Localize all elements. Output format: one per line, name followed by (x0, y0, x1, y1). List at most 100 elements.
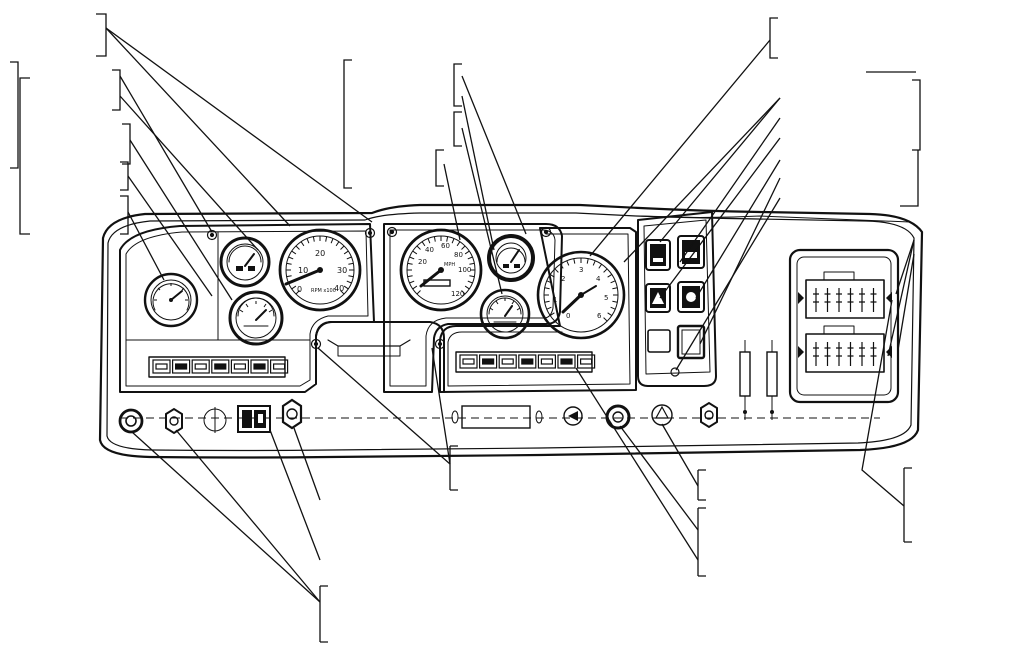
knob-lower-6[interactable] (700, 401, 718, 429)
gauge-tick (554, 317, 559, 322)
tachometer: 10 20 30 0 40 RPM x100 (278, 228, 362, 312)
temperature-gauge (228, 290, 284, 346)
ignition-switch[interactable] (237, 405, 271, 433)
panel-slot (451, 405, 543, 429)
gauge-tick (348, 262, 354, 265)
gauge-tick (612, 300, 618, 303)
heater-icon (230, 359, 249, 374)
gauge-tick (409, 280, 415, 284)
right-indicator-row (455, 351, 596, 373)
air-pressure-gauge: 0 1 2 3 4 5 6 (536, 250, 626, 340)
breaker-pin (847, 342, 854, 366)
air-tick-label: 2 (561, 275, 565, 283)
gauge-tick (286, 262, 292, 265)
gauge-tick (286, 275, 292, 278)
gauge-tick (340, 245, 345, 250)
breaker-pin (859, 288, 865, 312)
gauge-tick (586, 258, 589, 264)
hazard-triangle-icon (652, 292, 664, 304)
breaker-pin (813, 342, 819, 366)
gauge-tick (288, 256, 294, 260)
breaker-pin (870, 288, 877, 312)
info-icon (250, 359, 269, 374)
speedo-tick-label: 40 (425, 246, 434, 254)
gauge-tick (451, 238, 455, 244)
gauge-tick (549, 312, 555, 317)
gauge-tick (549, 273, 555, 278)
switch-upper-right[interactable] (677, 235, 705, 269)
switch-middle-right[interactable] (677, 281, 705, 313)
air-tick-label: 6 (597, 312, 602, 320)
gauge-tick (312, 236, 315, 242)
tach-tick-label: 20 (315, 249, 325, 258)
knob-lower-2[interactable] (165, 407, 183, 435)
tach-units: RPM x100 (311, 288, 336, 294)
gauge-tick (412, 285, 418, 290)
gauge-tick (610, 306, 616, 310)
oil-pressure-gauge (479, 288, 531, 340)
defrost-icon (211, 359, 230, 374)
fan-icon (498, 354, 517, 369)
wiper-icon (518, 354, 537, 369)
switch-hazard[interactable] (645, 283, 671, 313)
switch-upper-left[interactable] (645, 239, 671, 271)
breaker-pin (870, 342, 877, 366)
slide-lever-right[interactable] (766, 340, 778, 420)
switch-lower-left[interactable] (647, 329, 671, 353)
gauge-tick (554, 268, 559, 273)
speedo-tick-label: 120 (451, 290, 464, 298)
knob-lower-left[interactable] (118, 408, 144, 434)
switch-lower-right[interactable] (676, 324, 706, 360)
gauge-tick (461, 245, 466, 250)
speedo-tick-label: 20 (418, 258, 427, 266)
gauge-tick (469, 275, 475, 278)
lower-controls (118, 398, 880, 435)
knob-lower-3[interactable] (281, 398, 303, 430)
slide-lever-left[interactable] (739, 340, 751, 420)
breaker-pin (836, 342, 842, 366)
tach-tick-label: 30 (337, 266, 347, 275)
gauge-tick (464, 285, 470, 290)
gauge-tick (603, 317, 608, 322)
gauge-tick (291, 250, 297, 255)
callout-lines (10, 13, 921, 643)
gauge-tick (467, 280, 473, 284)
gauge-tick (464, 250, 470, 255)
knob-lower-5[interactable] (651, 404, 673, 426)
gauge-tick (427, 238, 431, 244)
breaker-pin (824, 342, 831, 366)
gauge-tick (612, 287, 618, 290)
gauge-tick (610, 280, 616, 284)
air-tick-label: 4 (596, 275, 601, 283)
gauge-tick (456, 241, 461, 247)
heater-icon (537, 354, 557, 369)
gauge-tick (573, 258, 576, 264)
gauge-tick (559, 263, 564, 269)
defrost-knob[interactable] (563, 406, 583, 426)
air-tick-label: 5 (604, 294, 608, 302)
gauge-tick (295, 290, 300, 295)
gauge-tick (546, 280, 552, 284)
gauge-tick (295, 245, 300, 250)
gauge-tick (433, 236, 436, 242)
gauge-tick (544, 287, 550, 290)
light-icon (459, 354, 478, 369)
speedo-tick-label: 60 (441, 242, 450, 250)
door-icon (270, 359, 289, 374)
breaker-pin (824, 288, 831, 312)
air-tick-label: 0 (566, 312, 570, 320)
switch-panel (637, 211, 717, 387)
gauge-tick (291, 285, 297, 290)
knob-lower-4[interactable] (605, 404, 631, 430)
gauge-tick (407, 275, 413, 278)
tach-tick-label: 0 (297, 285, 302, 294)
gauge-tick (592, 260, 596, 266)
gauge-tick (607, 312, 613, 317)
speedometer: 20 40 60 80 100 120 MPH (399, 228, 483, 312)
column-recess (315, 321, 445, 393)
bezel-screws (206, 226, 680, 377)
air-tick-label: 1 (553, 296, 557, 304)
warn-icon (557, 354, 576, 369)
